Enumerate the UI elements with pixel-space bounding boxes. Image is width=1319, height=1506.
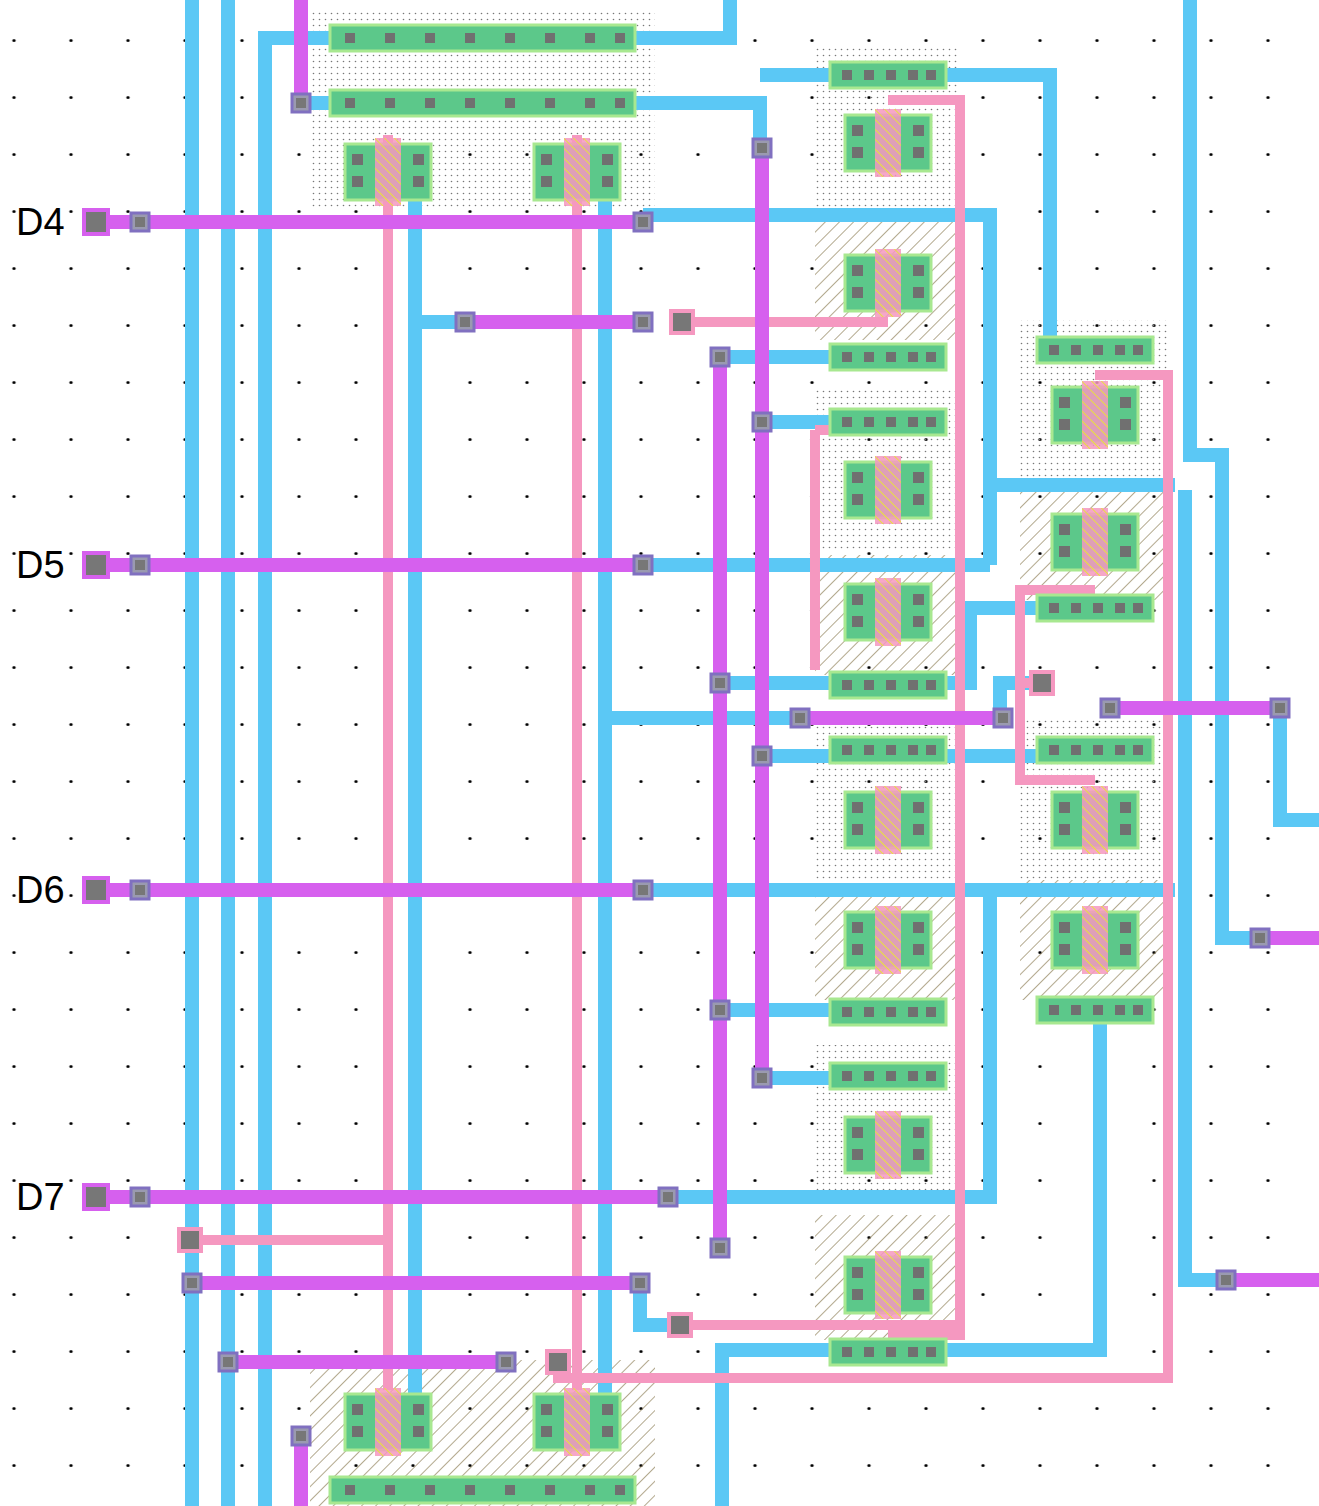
pin-label: D5 [14,546,67,584]
pin-label: D4 [14,203,67,241]
pin-label: D6 [14,871,67,909]
pin-label: D7 [14,1178,67,1216]
